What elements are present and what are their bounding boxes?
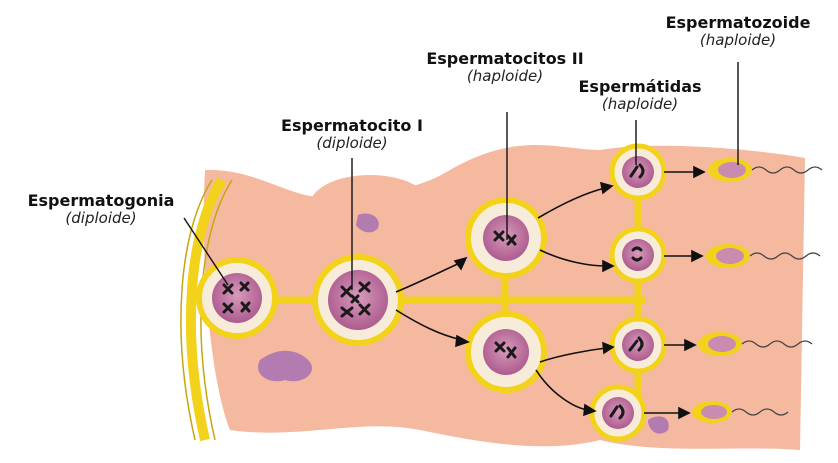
label-spermatocytes-ii-name: Espermatocitos II [400, 50, 610, 68]
spermatogonia-cell [199, 260, 275, 336]
label-spermatozoa: Espermatozoide (haploide) [648, 14, 828, 50]
label-spermatozoa-ploidy: (haploide) [648, 32, 828, 49]
spermatid-cell [612, 146, 664, 198]
spermatid-cell [592, 387, 644, 439]
label-spermatocyte-i-ploidy: (diploide) [262, 135, 442, 152]
label-spermatocyte-i: Espermatocito I (diploide) [262, 117, 442, 153]
spermatid-cell [612, 319, 664, 371]
label-spermatids-name: Espermátidas [570, 78, 710, 96]
spermatid-cell [612, 229, 664, 281]
label-spermatids-ploidy: (haploide) [570, 96, 710, 113]
label-spermatogonia-ploidy: (diploide) [6, 210, 196, 227]
label-spermatogonia-name: Espermatogonia [6, 192, 196, 210]
label-spermatids: Espermátidas (haploide) [570, 78, 710, 114]
spermatocyte-ii-cell [468, 314, 544, 390]
spermatocyte-i-cell [315, 257, 401, 343]
label-spermatozoa-name: Espermatozoide [648, 14, 828, 32]
spermatocyte-ii-cell [468, 200, 544, 276]
label-spermatocyte-i-name: Espermatocito I [262, 117, 442, 135]
label-spermatogonia: Espermatogonia (diploide) [6, 192, 196, 228]
